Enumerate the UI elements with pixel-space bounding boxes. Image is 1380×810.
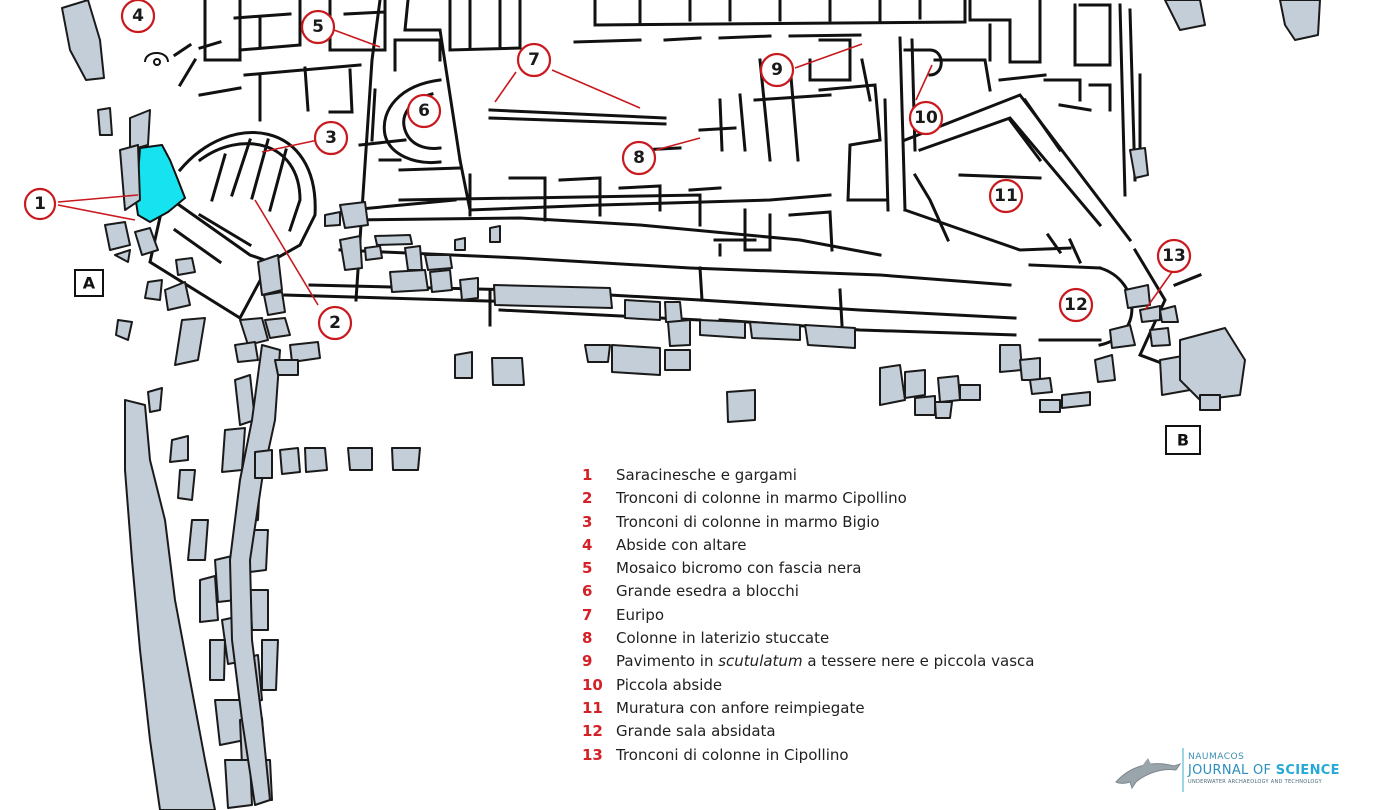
legend-item: 1 Saracinesche e gargami [582, 466, 1102, 489]
marker-4[interactable]: 4 [120, 0, 156, 34]
legend-text: Colonne in laterizio stuccate [616, 629, 830, 648]
svg-text:7: 7 [528, 50, 540, 70]
legend-item: 10 Piccola abside [582, 676, 1102, 699]
marker-1[interactable]: 1 [23, 187, 57, 221]
logo-journal: JOURNAL OF SCIENCE [1188, 763, 1340, 778]
journal-logo: NAUMACOS JOURNAL OF SCIENCE UNDERWATER A… [1112, 744, 1352, 796]
logo-journal-highlight: SCIENCE [1275, 763, 1340, 778]
logo-name: NAUMACOS [1188, 752, 1245, 762]
marker-11[interactable]: 11 [988, 178, 1024, 214]
logo-divider [1182, 748, 1184, 792]
markers: 1 2 3 4 5 6 7 8 9 10 11 12 13 [23, 0, 1192, 341]
legend-number: 9 [582, 652, 593, 671]
leader-lines [57, 29, 1173, 311]
legend-text: Saracinesche e gargami [616, 466, 797, 484]
legend-item: 12 Grande sala absidata [582, 722, 1102, 745]
svg-text:A: A [83, 274, 96, 293]
marker-3[interactable]: 3 [313, 120, 349, 156]
legend-text: Tronconi di colonne in Cipollino [616, 745, 849, 764]
marker-6[interactable]: 6 [406, 93, 442, 129]
legend-text-pre: Pavimento in [616, 652, 719, 671]
legend-item: 3 Tronconi di colonne in marmo Bigio [582, 513, 1102, 536]
legend-text-post: a tessere nere e piccola vasca [802, 652, 1035, 671]
legend-item: 5 Mosaico bicromo con fascia nera [582, 559, 1102, 582]
dolphin-icon [1115, 758, 1182, 790]
legend-text-italic: scutulatum [718, 652, 803, 671]
marker-12[interactable]: 12 [1058, 287, 1094, 323]
logo-subtitle: UNDERWATER ARCHAEOLOGY AND TECHNOLOGY [1188, 779, 1322, 785]
legend-text: Piccola abside [616, 675, 723, 694]
legend-item: 4 Abside con altare [582, 536, 1102, 559]
legend-text: Grande sala absidata [616, 722, 776, 741]
legend-item: 13 Tronconi di colonne in Cipollino [582, 746, 1102, 769]
legend-number: 13 [582, 745, 603, 764]
legend-number: 6 [582, 582, 593, 601]
svg-text:12: 12 [1064, 295, 1088, 315]
legend-number: 7 [582, 605, 593, 624]
legend-item: 7 Euripo [582, 606, 1102, 629]
legend-number: 11 [582, 698, 603, 717]
legend-text: Muratura con anfore reimpiegate [616, 698, 865, 717]
legend-text: Euripo [616, 605, 665, 624]
legend-number: 4 [582, 535, 593, 554]
legend-item: 2 Tronconi di colonne in marmo Cipollino [582, 489, 1102, 512]
legend-text: Pavimento in scutulatum a tessere nere e… [616, 652, 1034, 670]
legend-number: 12 [582, 722, 603, 741]
marker-2[interactable]: 2 [317, 305, 353, 341]
svg-text:B: B [1177, 431, 1189, 450]
point-b: B [1165, 425, 1201, 455]
legend-number: 8 [582, 629, 593, 648]
legend-item: 6 Grande esedra a blocchi [582, 582, 1102, 605]
svg-text:2: 2 [329, 313, 341, 333]
svg-text:3: 3 [325, 128, 337, 148]
svg-text:11: 11 [994, 186, 1018, 206]
marker-5[interactable]: 5 [300, 9, 336, 45]
svg-text:8: 8 [633, 148, 645, 168]
svg-text:13: 13 [1162, 246, 1186, 266]
legend-number: 5 [582, 559, 593, 578]
legend-text: Grande esedra a blocchi [616, 582, 799, 601]
svg-text:6: 6 [418, 101, 430, 121]
legend-text: Tronconi di colonne in marmo Bigio [616, 512, 880, 531]
legend-item: 9 Pavimento in scutulatum a tessere nere … [582, 652, 1102, 675]
marker-7[interactable]: 7 [516, 42, 552, 78]
legend-number: 10 [582, 675, 603, 694]
point-a: A [74, 269, 104, 297]
structure-walls [144, 0, 1202, 372]
svg-text:10: 10 [914, 108, 938, 128]
svg-text:1: 1 [34, 194, 46, 214]
marker-8[interactable]: 8 [621, 140, 657, 176]
svg-text:9: 9 [771, 60, 783, 80]
svg-text:4: 4 [132, 6, 144, 26]
marker-9[interactable]: 9 [759, 52, 795, 88]
legend-number: 3 [582, 512, 593, 531]
legend-number: 2 [582, 489, 593, 508]
legend-text: Tronconi di colonne in marmo Cipollino [616, 489, 907, 508]
marker-13[interactable]: 13 [1156, 238, 1192, 274]
svg-text:5: 5 [312, 17, 324, 37]
legend-item: 11 Muratura con anfore reimpiegate [582, 699, 1102, 722]
legend-text: Abside con altare [616, 535, 747, 554]
logo-journal-prefix: JOURNAL OF [1188, 763, 1276, 778]
legend-text: Mosaico bicromo con fascia nera [616, 559, 862, 578]
legend-number: 1 [582, 466, 593, 484]
gate-highlight-area [133, 143, 187, 224]
marker-10[interactable]: 10 [908, 100, 944, 136]
legend-item: 8 Colonne in laterizio stuccate [582, 629, 1102, 652]
stone-blocks [61, 0, 1321, 810]
